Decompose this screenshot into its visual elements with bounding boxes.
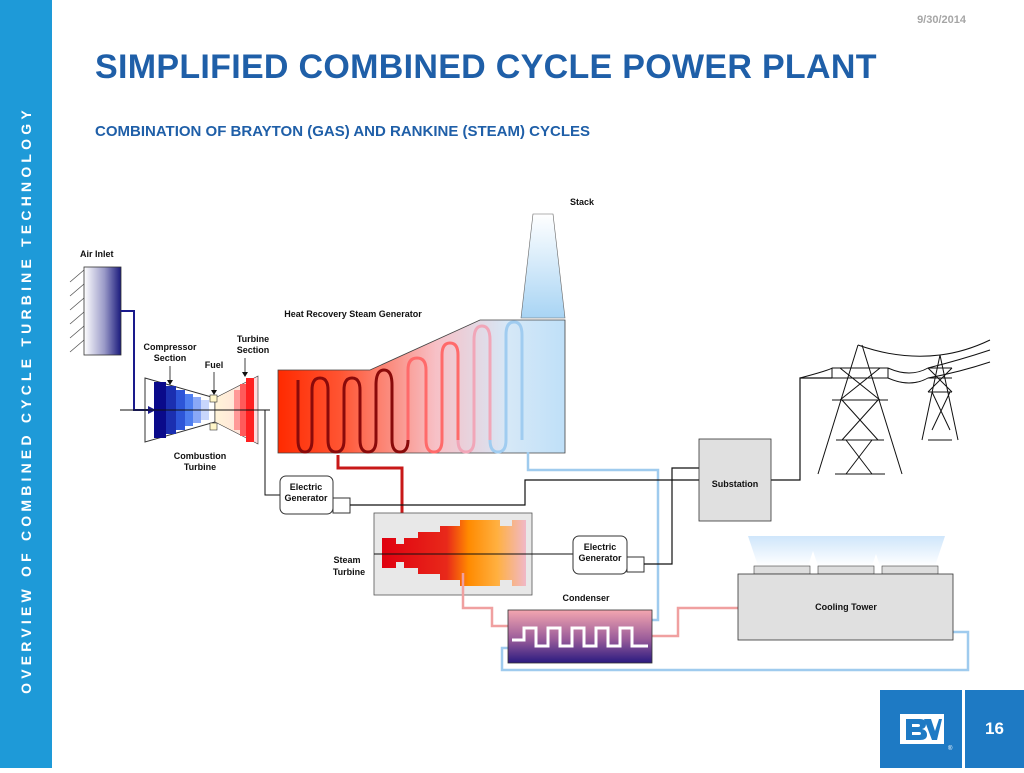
hrsg-label: Heat Recovery Steam Generator (284, 309, 422, 319)
transmission-towers (799, 339, 991, 475)
combustion-turbine (120, 375, 270, 445)
slide-date: 9/30/2014 (917, 14, 966, 26)
generator-2-label-2: Generator (578, 553, 622, 563)
company-logo: ® (880, 690, 962, 768)
generator-2-label-1: Electric (584, 542, 617, 552)
pointer-heads (167, 372, 248, 395)
air-inlet (69, 266, 122, 356)
generator-1-label-2: Generator (284, 493, 328, 503)
fuel-label: Fuel (205, 360, 224, 370)
combustion-turbine-label-1: Combustion (174, 451, 227, 461)
exhaust-pipe (461, 573, 508, 628)
slide-subtitle: COMBINATION OF BRAYTON (GAS) AND RANKINE… (95, 123, 590, 140)
shaft-line-1 (264, 410, 280, 496)
electric-generator-1 (279, 475, 351, 515)
stack-label: Stack (570, 197, 595, 207)
page-number: 16 (965, 690, 1024, 768)
stack (520, 213, 566, 319)
label-pointers (169, 358, 246, 392)
sidebar-band: OVERVIEW OF COMBINED CYCLE TURBINE TECHN… (0, 0, 52, 768)
generator-1-label-1: Electric (290, 482, 323, 492)
air-inlet-label: Air Inlet (80, 249, 114, 259)
power-lines (350, 377, 832, 565)
combustion-turbine-label-2: Turbine (184, 462, 216, 472)
svg-text:®: ® (948, 745, 953, 752)
feedwater-pipe (526, 452, 660, 622)
steam-turbine-label-2: Turbine (333, 567, 365, 577)
cooling-tower (737, 536, 954, 641)
condenser-label: Condenser (562, 593, 610, 603)
turbine-section-label-2: Section (237, 345, 270, 355)
steam-turbine (373, 512, 575, 596)
turbine-section-label-1: Turbine (237, 334, 269, 344)
substation (698, 438, 772, 522)
slide-title: SIMPLIFIED COMBINED CYCLE POWER PLANT (95, 48, 877, 86)
condenser (507, 609, 653, 664)
substation-label: Substation (712, 479, 759, 489)
bv-logo-icon: ® (900, 714, 953, 752)
steam-turbine-label-1: Steam (333, 555, 360, 565)
air-duct (121, 310, 154, 411)
cool-water-pipe (500, 630, 970, 672)
steam-pipe (336, 455, 404, 548)
warm-water-pipe (652, 606, 738, 638)
cooling-tower-label: Cooling Tower (815, 602, 877, 612)
electric-generator-2 (572, 535, 645, 575)
heat-recovery-steam-generator (277, 213, 566, 454)
compressor-label-1: Compressor (143, 342, 197, 352)
compressor-label-2: Section (154, 353, 187, 363)
